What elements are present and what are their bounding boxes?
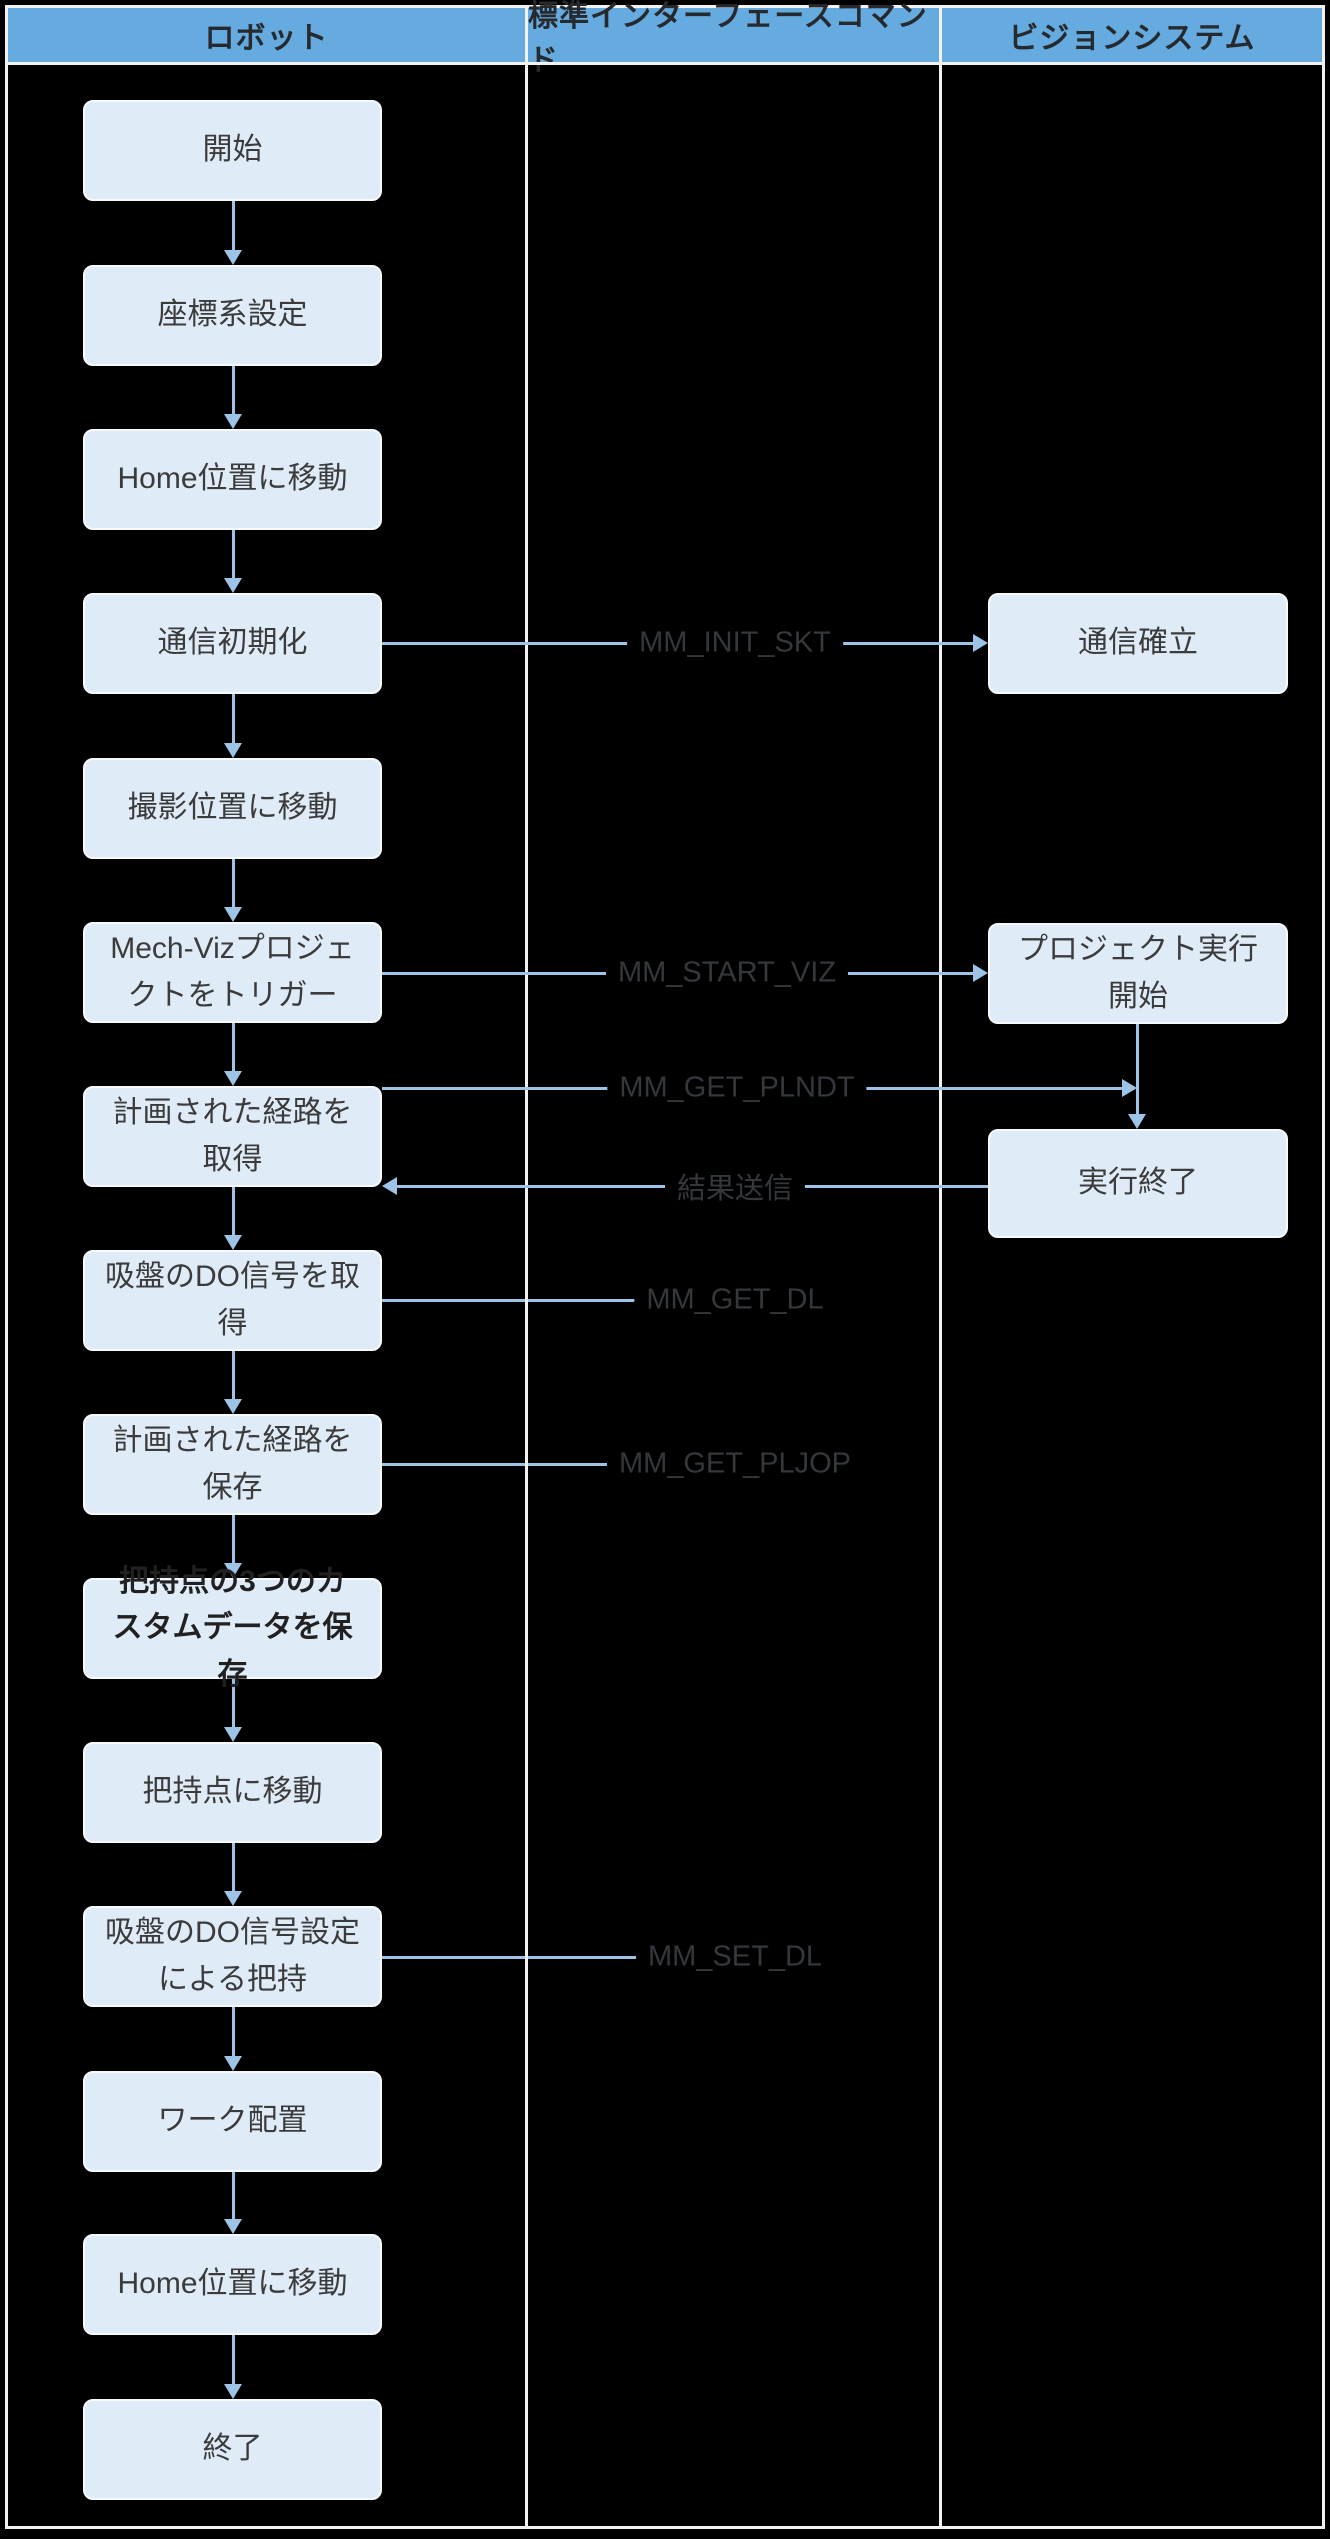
header-bottom-border bbox=[8, 62, 1322, 65]
arrow-down-icon bbox=[224, 201, 242, 265]
lane-header-interface-commands: 標準インターフェースコマンド bbox=[528, 0, 928, 77]
node-trigger-mechviz-project: Mech-Vizプロジェクトをトリガー bbox=[83, 922, 382, 1023]
arrow-down-icon bbox=[224, 694, 242, 758]
column-divider bbox=[939, 8, 942, 2526]
arrow-down-icon bbox=[224, 2335, 242, 2399]
arrow-down-icon bbox=[224, 2172, 242, 2234]
arrow-down-icon bbox=[224, 1679, 242, 1742]
command-label-result-send: 結果送信 bbox=[664, 1163, 806, 1209]
node-init-communication: 通信初期化 bbox=[83, 593, 382, 694]
command-label-mm-get-dl: MM_GET_DL bbox=[634, 1281, 836, 1319]
node-save-planned-path: 計画された経路を保存 bbox=[83, 1414, 382, 1515]
column-divider bbox=[525, 8, 528, 2526]
node-project-execution-start: プロジェクト実行開始 bbox=[988, 923, 1288, 1024]
arrow-down-icon bbox=[1128, 1024, 1146, 1129]
node-get-planned-path: 計画された経路を取得 bbox=[83, 1086, 382, 1187]
node-save-grasp-custom-data: 把持点の3つのカスタムデータを保存 bbox=[83, 1565, 382, 1691]
command-label-mm-get-plndt: MM_GET_PLNDT bbox=[607, 1069, 867, 1107]
node-communication-established: 通信確立 bbox=[988, 593, 1288, 694]
node-move-to-home-2: Home位置に移動 bbox=[83, 2234, 382, 2335]
node-move-to-capture-position: 撮影位置に移動 bbox=[83, 758, 382, 859]
node-start: 開始 bbox=[83, 100, 382, 201]
arrow-down-icon bbox=[224, 530, 242, 593]
connector-line bbox=[382, 1463, 620, 1466]
node-move-to-grasp-point: 把持点に移動 bbox=[83, 1742, 382, 1843]
arrow-down-icon bbox=[224, 1843, 242, 1906]
node-get-suction-do-signal: 吸盤のDO信号を取得 bbox=[83, 1250, 382, 1351]
command-label-mm-set-dl: MM_SET_DL bbox=[635, 1938, 835, 1976]
arrow-down-icon bbox=[224, 1187, 242, 1250]
arrow-down-icon bbox=[224, 1515, 242, 1578]
connector-line bbox=[382, 1299, 645, 1302]
node-grasp-by-do-signal: 吸盤のDO信号設定による把持 bbox=[83, 1906, 382, 2007]
node-move-to-home: Home位置に移動 bbox=[83, 429, 382, 530]
node-end: 終了 bbox=[83, 2399, 382, 2500]
node-execution-finished: 実行終了 bbox=[988, 1129, 1288, 1238]
arrow-down-icon bbox=[224, 2007, 242, 2071]
command-label-mm-get-pljop: MM_GET_PLJOP bbox=[606, 1445, 864, 1483]
command-label-mm-start-viz: MM_START_VIZ bbox=[605, 954, 849, 992]
node-place-workpiece: ワーク配置 bbox=[83, 2071, 382, 2172]
header-row-background bbox=[8, 8, 1322, 62]
table-outer-border bbox=[5, 5, 1325, 2529]
lane-header-vision-system: ビジョンシステム bbox=[1008, 22, 1256, 55]
arrow-down-icon bbox=[224, 1351, 242, 1414]
arrow-down-icon bbox=[224, 859, 242, 922]
arrow-down-icon bbox=[224, 1023, 242, 1086]
arrow-down-icon bbox=[224, 366, 242, 429]
command-label-mm-init-skt: MM_INIT_SKT bbox=[627, 624, 843, 662]
node-set-coordinate-system: 座標系設定 bbox=[83, 265, 382, 366]
lane-header-robot: ロボット bbox=[204, 22, 329, 55]
connector-line bbox=[382, 1956, 645, 1959]
